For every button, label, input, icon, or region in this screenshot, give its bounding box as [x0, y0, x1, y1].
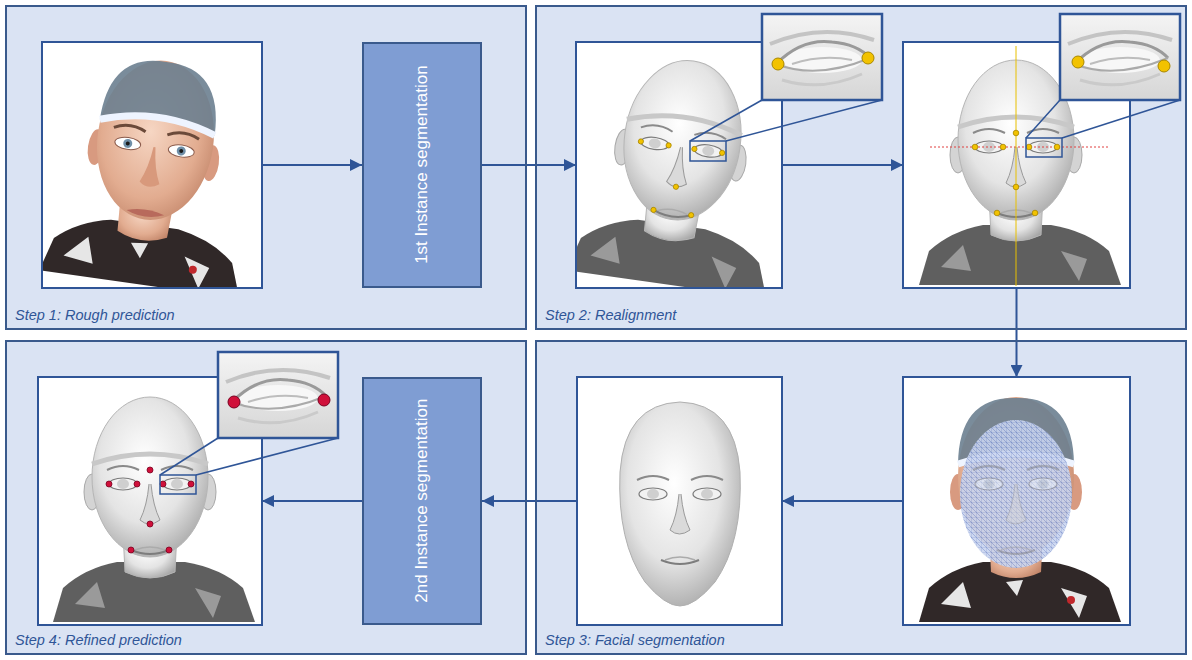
zoom-inset: [1060, 14, 1180, 100]
image-frame: [42, 42, 262, 288]
image-frame: [576, 42, 782, 288]
flow-arrow: [262, 164, 362, 166]
flow-arrow: [262, 500, 362, 502]
zoom-inset: [762, 14, 882, 100]
color-scan: [43, 48, 261, 287]
step-label: Step 1: Rough prediction: [15, 307, 175, 323]
flow-arrow: [482, 500, 577, 502]
step-panel: Step 3: Facial segmentation: [535, 340, 1187, 655]
panel-grounds: [5, 5, 1187, 655]
step-panel: Step 4: Refined prediction 2nd Instance s…: [5, 340, 527, 655]
flow-arrow: [482, 164, 576, 166]
image-frame: [38, 377, 262, 625]
zoom-inset: [160, 100, 1180, 494]
flow-arrow: [782, 500, 903, 502]
tilted-mesh: [577, 48, 781, 287]
step-label: Step 4: Refined prediction: [15, 632, 182, 648]
process-label: 1st Instance segmentation: [411, 59, 432, 271]
image-frames: [38, 42, 1130, 625]
step-panel: Step 1: Rough prediction 1st Instance seg…: [5, 5, 527, 330]
step-label: Step 3: Facial segmentation: [545, 632, 725, 648]
step-label: Step 2: Realignment: [545, 307, 676, 323]
image-frame: [903, 42, 1130, 288]
zoom-inset: [218, 352, 338, 438]
image-frame: [577, 377, 782, 625]
step-panel: Step 2: Realignment: [535, 5, 1187, 330]
mesh-overlay: [919, 397, 1121, 622]
image-frame: [903, 377, 1130, 625]
flow-arrow: [782, 164, 903, 166]
flow-arrow: [1016, 288, 1018, 377]
process-label: 2nd Instance segmentation: [411, 395, 432, 607]
face-segment: [620, 402, 741, 606]
process-box: 2nd Instance segmentation: [362, 377, 482, 625]
process-box: 1st Instance segmentation: [362, 42, 482, 288]
